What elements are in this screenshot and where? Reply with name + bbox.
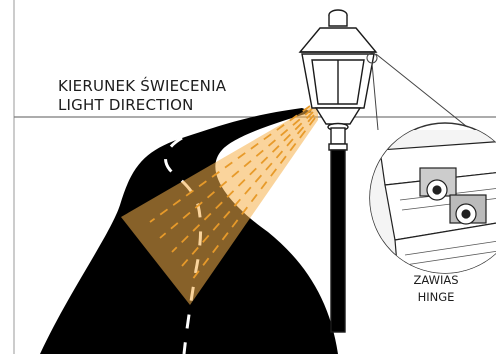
- hinge-label-pl: ZAWIAS: [408, 273, 464, 287]
- light-direction-label-en: LIGHT DIRECTION: [58, 96, 194, 114]
- light-direction-label-pl: KIERUNEK ŚWIECENIA: [58, 77, 226, 95]
- hinge-label-en: HINGE: [408, 290, 464, 304]
